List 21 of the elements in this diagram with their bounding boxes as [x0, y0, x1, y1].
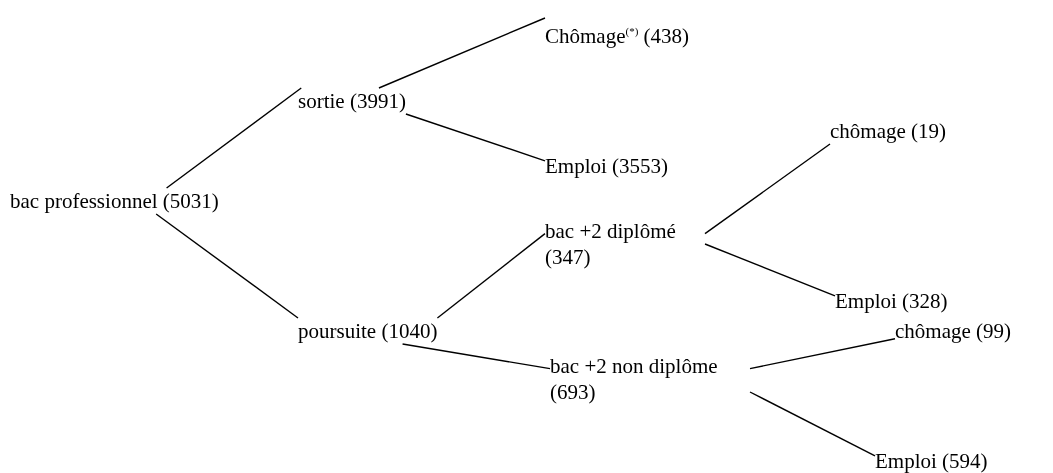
branch-label: chômage (99) [895, 318, 1012, 344]
branch-line [401, 343, 551, 370]
branch-line [405, 113, 546, 162]
branch-line [436, 232, 546, 319]
branch-label: Chômage$^{(*)}$ (438) [545, 18, 690, 49]
branch-label: Emploi (3553) [545, 153, 669, 179]
branch-line [749, 338, 896, 370]
branch-label: bac professionnel (5031) [10, 188, 219, 214]
branch-label: bac +2 diplômé (347) [545, 218, 705, 270]
branch-line [704, 243, 836, 297]
branch-line [155, 213, 299, 319]
branch-label: bac +2 non diplôme (693) [550, 353, 750, 405]
branch-label: Emploi (328) [835, 288, 948, 314]
branch-label: poursuite (1040) [298, 318, 438, 344]
branch-line [749, 391, 876, 457]
branch-line [165, 87, 302, 189]
branch-label: sortie (3991) [298, 88, 406, 114]
branch-line [378, 17, 546, 89]
branch-label: chômage (19) [830, 118, 947, 144]
branch-label: Emploi (594) [875, 448, 988, 473]
branch-line [704, 143, 831, 235]
